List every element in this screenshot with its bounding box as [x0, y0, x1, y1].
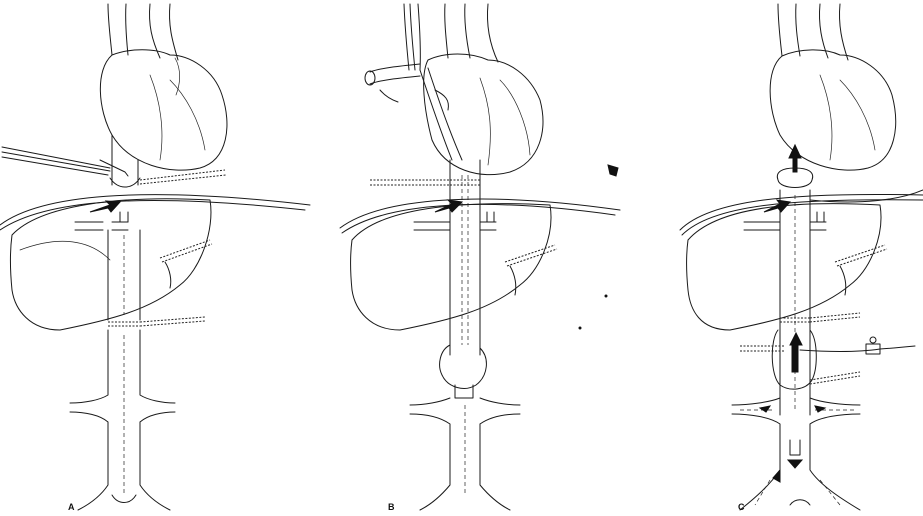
- panel-letter-c: C: [738, 502, 745, 512]
- heart: [100, 50, 227, 170]
- umbilical-tape-icon: [140, 170, 226, 184]
- vascular-clamp-icon: [2, 147, 110, 175]
- occlusion-balloon: [440, 345, 487, 388]
- panel-letter-a: A: [68, 502, 75, 512]
- panel-letter-b: B: [388, 502, 395, 512]
- panel-c: C: [680, 4, 923, 512]
- liver: [351, 204, 551, 330]
- heart: [770, 50, 896, 170]
- panel-a: A: [0, 4, 310, 512]
- panel-b: B: [340, 4, 620, 512]
- liver: [687, 204, 881, 330]
- liver: [11, 199, 211, 330]
- heart: [424, 54, 543, 175]
